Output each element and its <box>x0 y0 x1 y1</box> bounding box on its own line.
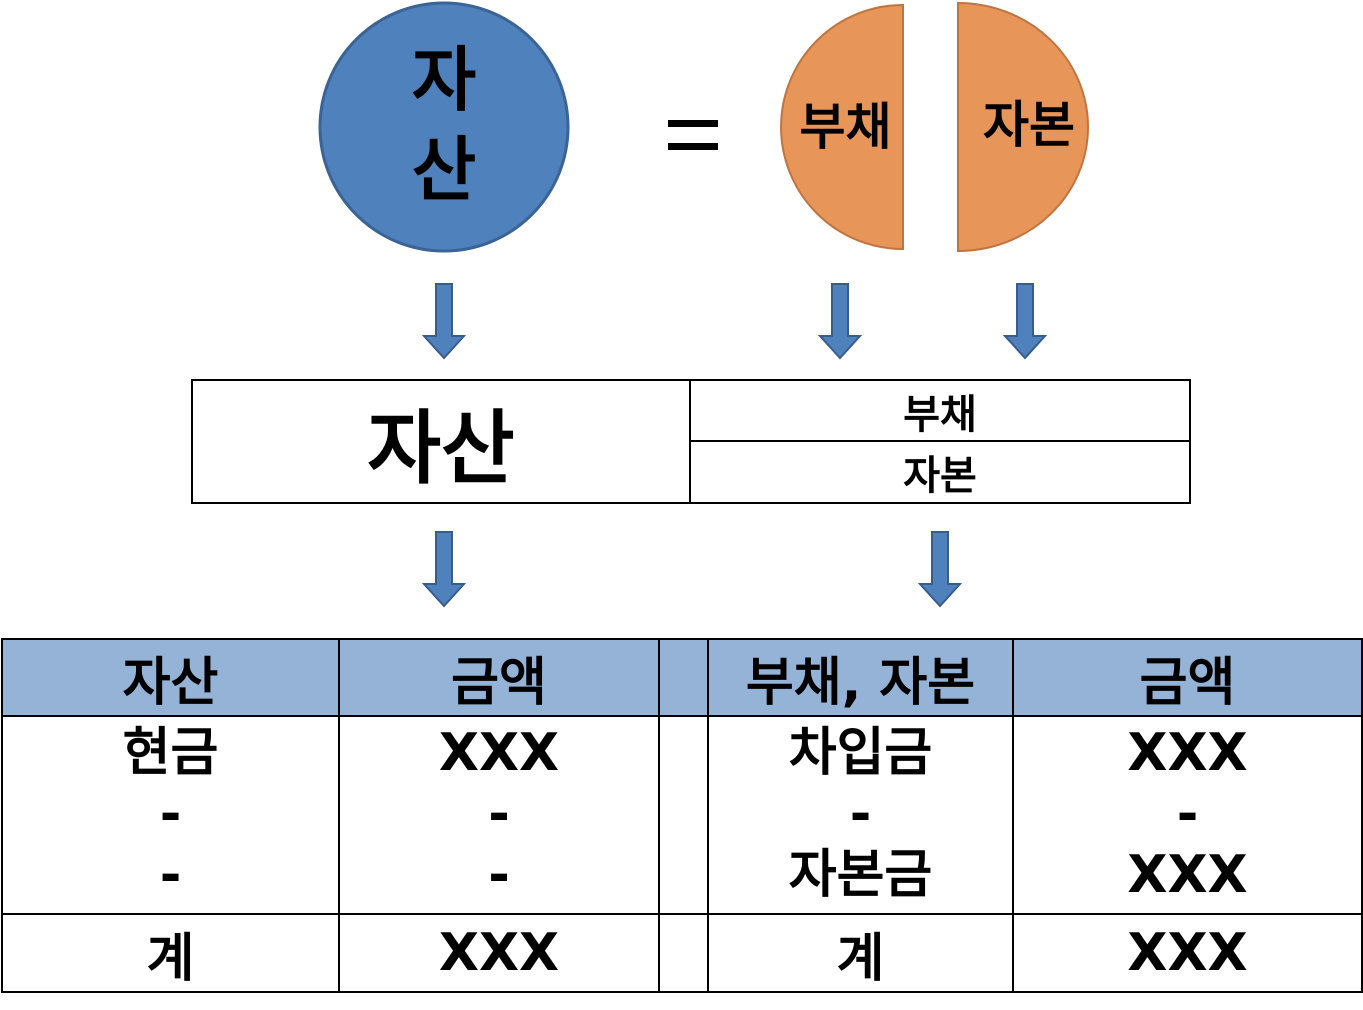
list-item: XXX <box>438 723 560 783</box>
list-item: - <box>488 845 510 905</box>
header-spacer <box>658 638 709 717</box>
total-liability-amount: XXX <box>1012 913 1363 993</box>
arrow-liability-bottom <box>917 531 963 608</box>
arrow-asset-top <box>421 283 467 360</box>
liability-half-label: 부채 <box>799 98 892 156</box>
summary-capital: 자본 <box>903 453 977 499</box>
summary-liability: 부채 <box>691 381 1189 442</box>
liability-half-circle <box>780 3 904 251</box>
body-spacer <box>658 715 709 915</box>
header-asset: 자산 <box>1 638 340 717</box>
list-item: 차입금 <box>788 723 933 783</box>
list-item: - <box>159 845 182 905</box>
balance-sheet-table: 자산 금액 부채, 자본 금액 현금 - - XXX - - 차입금 - 자본금 <box>1 638 1363 993</box>
capital-half-label: 자본 <box>983 96 1075 154</box>
asset-circle-label-2: 산 <box>411 129 477 211</box>
asset-circle <box>318 1 570 253</box>
header-asset-amount: 금액 <box>338 638 660 717</box>
total-asset-amount: XXX <box>338 913 660 993</box>
arrow-liability-top <box>817 283 863 360</box>
arrow-capital-top <box>1002 283 1048 360</box>
list-item: - <box>159 784 182 844</box>
list-item: - <box>849 784 872 844</box>
asset-circle-label-1: 자 <box>411 39 477 121</box>
header-liability-capital: 부채, 자본 <box>707 638 1014 717</box>
list-item: XXX <box>1127 845 1248 905</box>
liability-amounts-cell: XXX - XXX <box>1012 715 1363 915</box>
table-row: 현금 - - XXX - - 차입금 - 자본금 XXX - XXX <box>1 715 1363 915</box>
asset-amounts-cell: XXX - - <box>338 715 660 915</box>
list-item: XXX <box>1127 723 1248 783</box>
total-spacer <box>658 913 709 993</box>
list-item: - <box>488 784 510 844</box>
list-item: 자본금 <box>788 845 933 905</box>
capital-half-circle <box>957 1 1089 253</box>
summary-asset: 자산 <box>193 381 691 502</box>
liability-items-cell: 차입금 - 자본금 <box>707 715 1014 915</box>
header-liability-amount: 금액 <box>1012 638 1363 717</box>
table-header-row: 자산 금액 부채, 자본 금액 <box>1 638 1363 717</box>
table-total-row: 계 XXX 계 XXX <box>1 913 1363 993</box>
asset-items-cell: 현금 - - <box>1 715 340 915</box>
balance-sheet-summary-box: 자산 부채 자본 <box>191 379 1191 504</box>
arrow-asset-bottom <box>421 531 467 608</box>
total-liability-label: 계 <box>707 913 1014 993</box>
total-asset-label: 계 <box>1 913 340 993</box>
list-item: - <box>1176 784 1199 844</box>
list-item: 현금 <box>122 723 219 783</box>
equals-sign <box>668 120 718 150</box>
